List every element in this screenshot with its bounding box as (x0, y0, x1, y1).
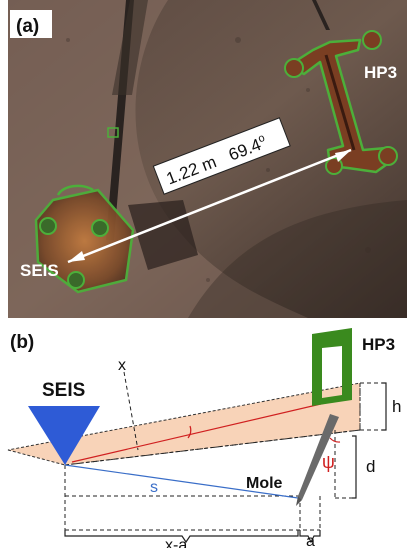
panel-a-label: (a) (16, 16, 39, 37)
x-minus-a-brace (64, 530, 299, 544)
mole-tip (296, 496, 302, 506)
panel-a-label-bg (10, 10, 52, 38)
var-s: s (150, 479, 158, 496)
hp3-photo-label: HP3 (364, 63, 397, 82)
seis-photo-label: SEIS (20, 261, 59, 280)
distance-line-s (64, 464, 299, 499)
seis-triangle (28, 406, 100, 465)
diagram-panel-b: (b) HP3 (0, 320, 414, 548)
mars-surface-photo: 1.22 m 69.4o (a) HP3 SEIS (8, 0, 407, 318)
seis-diagram-label: SEIS (42, 380, 85, 401)
d-bracket (352, 435, 357, 499)
var-psi: ψ (322, 452, 335, 472)
var-x: x (118, 357, 126, 374)
a-brace (299, 530, 321, 544)
var-a: a (306, 533, 315, 548)
angle-unit: o (257, 132, 267, 145)
var-x-minus-a: x-a (165, 537, 187, 548)
hp3-instrument (284, 30, 398, 175)
var-d: d (366, 457, 375, 476)
mole-rod (298, 414, 339, 500)
hp3-diagram-label: HP3 (362, 335, 395, 354)
tilt-angle-arc (187, 425, 192, 439)
construction-lines (64, 371, 382, 531)
geometry-diagram: (b) HP3 (7, 328, 401, 548)
plane-line-x (71, 399, 339, 463)
hp3-box (312, 328, 352, 406)
panel-b-label: (b) (10, 332, 34, 353)
distance-arrow (67, 148, 352, 264)
var-h: h (392, 397, 401, 416)
psi-angle-arc (329, 437, 341, 443)
seis-instrument (34, 184, 135, 294)
distance-label-box: 1.22 m 69.4o (152, 117, 291, 195)
h-bracket (382, 382, 387, 431)
mole-label: Mole (246, 475, 283, 492)
photo-panel-a: 1.22 m 69.4o (a) HP3 SEIS (8, 0, 407, 318)
